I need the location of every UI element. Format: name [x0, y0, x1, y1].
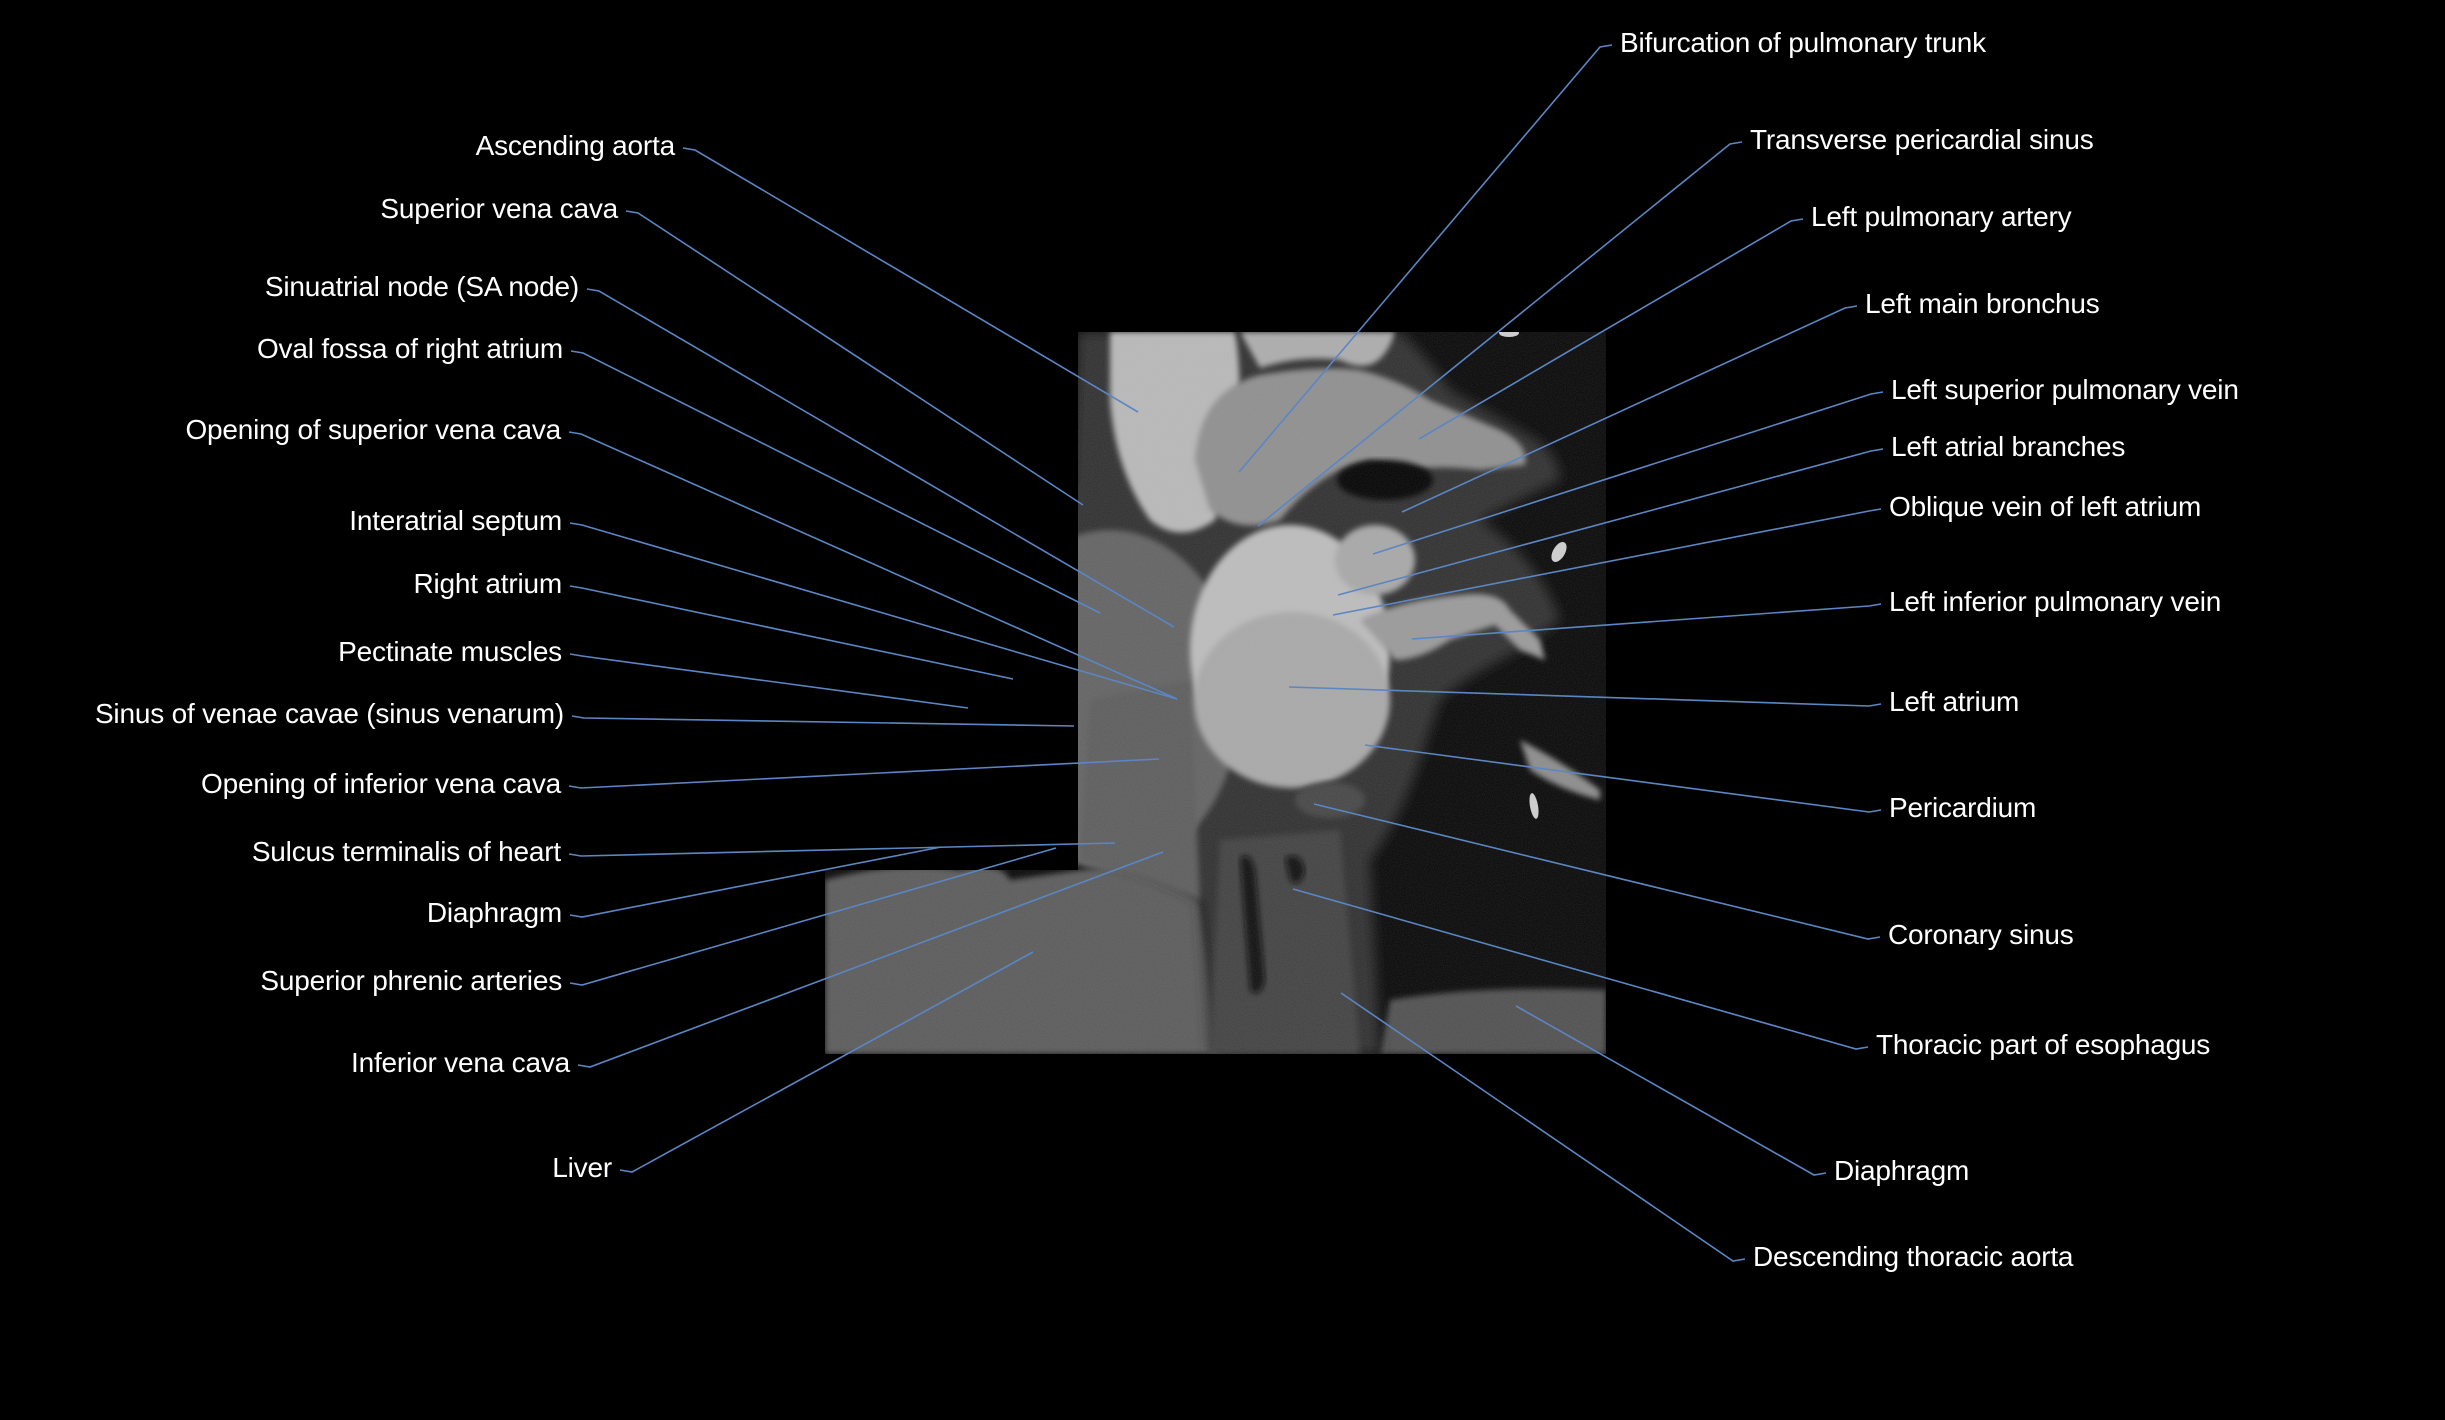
label-left-atrium: Left atrium: [1889, 686, 2020, 717]
leader-line-sinus-venae-cavae: [571, 715, 1075, 727]
leader-line-left-main-bronchus: [1401, 305, 1858, 513]
label-right-atrium: Right atrium: [413, 568, 562, 599]
label-opening-svc: Opening of superior vena cava: [185, 414, 561, 445]
label-sinus-venae-cavae: Sinus of venae cavae (sinus venarum): [94, 698, 564, 729]
leader-line-diaphragm-right: [1515, 1005, 1827, 1176]
leader-line-pericardium: [1364, 744, 1882, 813]
label-bifurcation-pulmonary-trunk: Bifurcation of pulmonary trunk: [1620, 27, 1986, 58]
label-left-superior-pulmonary-vein: Left superior pulmonary vein: [1891, 374, 2239, 405]
label-pectinate-muscles: Pectinate muscles: [338, 636, 562, 667]
leader-line-diaphragm-left: [569, 846, 942, 918]
leader-line-opening-svc: [568, 431, 1178, 700]
leader-line-bifurcation-pulmonary-trunk: [1238, 44, 1613, 473]
label-left-atrial-branches: Left atrial branches: [1891, 431, 2126, 462]
label-left-main-bronchus: Left main bronchus: [1865, 288, 2100, 319]
leader-line-left-atrium: [1288, 686, 1882, 707]
label-pericardium: Pericardium: [1889, 792, 2037, 823]
leader-line-right-atrium: [569, 585, 1014, 680]
label-diaphragm-left: Diaphragm: [426, 897, 562, 928]
label-transverse-pericardial-sinus: Transverse pericardial sinus: [1750, 124, 2094, 155]
leader-line-superior-phrenic-arteries: [569, 847, 1057, 986]
leader-line-oval-fossa: [570, 350, 1101, 614]
leader-line-superior-vena-cava: [625, 210, 1084, 506]
label-left-pulmonary-artery: Left pulmonary artery: [1811, 201, 2072, 232]
label-inferior-vena-cava: Inferior vena cava: [351, 1047, 570, 1078]
leader-line-pectinate-muscles: [569, 653, 969, 709]
leader-line-opening-ivc: [568, 758, 1160, 789]
leader-line-left-inferior-pulmonary-vein: [1411, 603, 1882, 640]
label-coronary-sinus: Coronary sinus: [1888, 919, 2074, 950]
label-liver: Liver: [552, 1152, 612, 1183]
label-sulcus-terminalis: Sulcus terminalis of heart: [251, 836, 561, 867]
leader-line-ascending-aorta: [682, 147, 1139, 413]
label-descending-thoracic-aorta: Descending thoracic aorta: [1753, 1241, 2074, 1272]
leader-line-transverse-pericardial-sinus: [1257, 141, 1743, 527]
leader-line-inferior-vena-cava: [577, 851, 1164, 1068]
label-left-inferior-pulmonary-vein: Left inferior pulmonary vein: [1889, 586, 2222, 617]
leader-line-left-pulmonary-artery: [1418, 218, 1804, 440]
label-opening-ivc: Opening of inferior vena cava: [201, 768, 561, 799]
label-oblique-vein-left-atrium: Oblique vein of left atrium: [1889, 491, 2202, 522]
label-oval-fossa: Oval fossa of right atrium: [256, 333, 563, 364]
leader-line-liver: [619, 951, 1034, 1173]
label-ascending-aorta: Ascending aorta: [475, 130, 676, 161]
leader-line-thoracic-esophagus: [1292, 888, 1869, 1050]
label-interatrial-septum: Interatrial septum: [349, 505, 562, 536]
label-sa-node: Sinuatrial node (SA node): [264, 271, 579, 302]
label-superior-vena-cava: Superior vena cava: [380, 193, 618, 224]
label-superior-phrenic-arteries: Superior phrenic arteries: [260, 965, 562, 996]
label-diaphragm-right: Diaphragm: [1834, 1155, 1970, 1186]
leader-line-oblique-vein-left-atrium: [1332, 508, 1882, 616]
leader-line-left-atrial-branches: [1337, 448, 1884, 596]
leader-line-sa-node: [586, 288, 1175, 628]
label-thoracic-esophagus: Thoracic part of esophagus: [1876, 1029, 2211, 1060]
leader-line-left-superior-pulmonary-vein: [1372, 391, 1884, 555]
leader-line-descending-thoracic-aorta: [1340, 992, 1746, 1262]
leader-line-coronary-sinus: [1313, 803, 1881, 940]
leader-line-interatrial-septum: [569, 522, 1178, 700]
